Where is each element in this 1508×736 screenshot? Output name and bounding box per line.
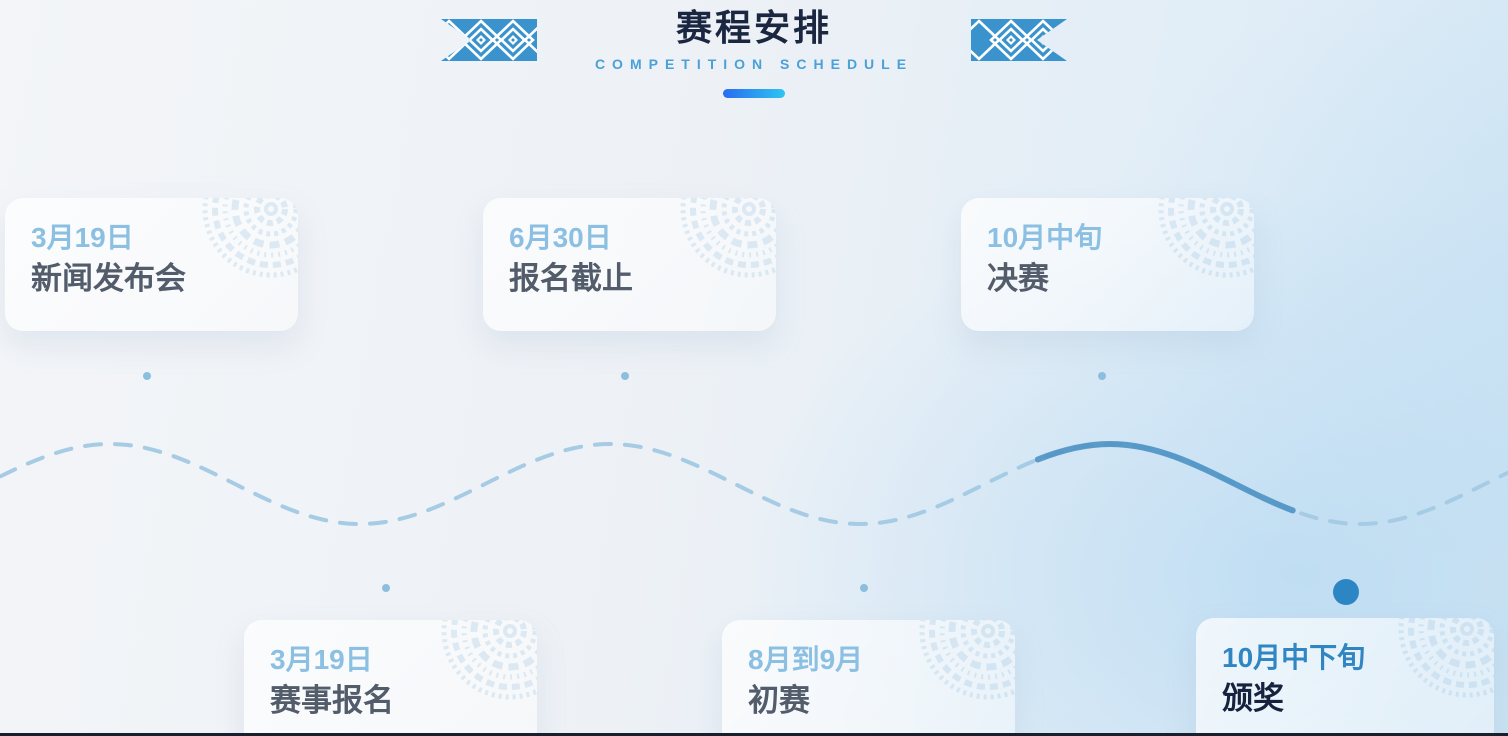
- stage-title: 决赛: [987, 261, 1049, 297]
- title-accent-pill: [723, 88, 785, 98]
- timeline-wave-dashed: [0, 441, 1508, 527]
- stage-title: 颁奖: [1222, 681, 1284, 717]
- stage-date: 3月19日: [31, 222, 134, 253]
- ethnic-diamond-banner-left-icon: [440, 18, 537, 61]
- ethnic-diamond-banner-right-icon: [971, 18, 1068, 61]
- page-subtitle: COMPETITION SCHEDULE: [594, 55, 914, 72]
- stage-date: 6月30日: [509, 222, 612, 253]
- stage-title: 报名截止: [509, 261, 633, 297]
- hollow-circle-marker: [143, 372, 151, 380]
- hollow-circle-marker: [1098, 372, 1106, 380]
- hollow-circle-marker: [621, 372, 629, 380]
- stage-card-finals: 10月中旬 决赛: [961, 198, 1254, 331]
- window-bottom-edge: [0, 733, 1508, 736]
- stage-card-awards: 10月中下旬 颁奖: [1196, 618, 1494, 736]
- filled-circle-marker: [1333, 579, 1359, 605]
- schedule-header: 赛程安排 COMPETITION SCHEDULE: [0, 8, 1508, 98]
- stage-date: 10月中旬: [987, 222, 1103, 253]
- stage-card-press-conference: 3月19日 新闻发布会: [5, 198, 298, 331]
- stage-date: 10月中下旬: [1222, 642, 1366, 673]
- stage-title: 新闻发布会: [31, 261, 186, 297]
- stage-card-event-registration: 3月19日 赛事报名: [244, 620, 537, 736]
- stage-date: 3月19日: [270, 644, 373, 675]
- hollow-circle-marker: [382, 584, 390, 592]
- page-title: 赛程安排: [675, 7, 832, 48]
- stage-title: 赛事报名: [270, 683, 394, 719]
- stage-card-registration-deadline: 6月30日 报名截止: [483, 198, 776, 331]
- stage-date: 8月到9月: [748, 644, 864, 675]
- hollow-circle-marker: [860, 584, 868, 592]
- stage-title: 初赛: [748, 683, 810, 719]
- stage-card-preliminary: 8月到9月 初赛: [722, 620, 1015, 736]
- timeline-wave-solid-segment: [0, 440, 1508, 528]
